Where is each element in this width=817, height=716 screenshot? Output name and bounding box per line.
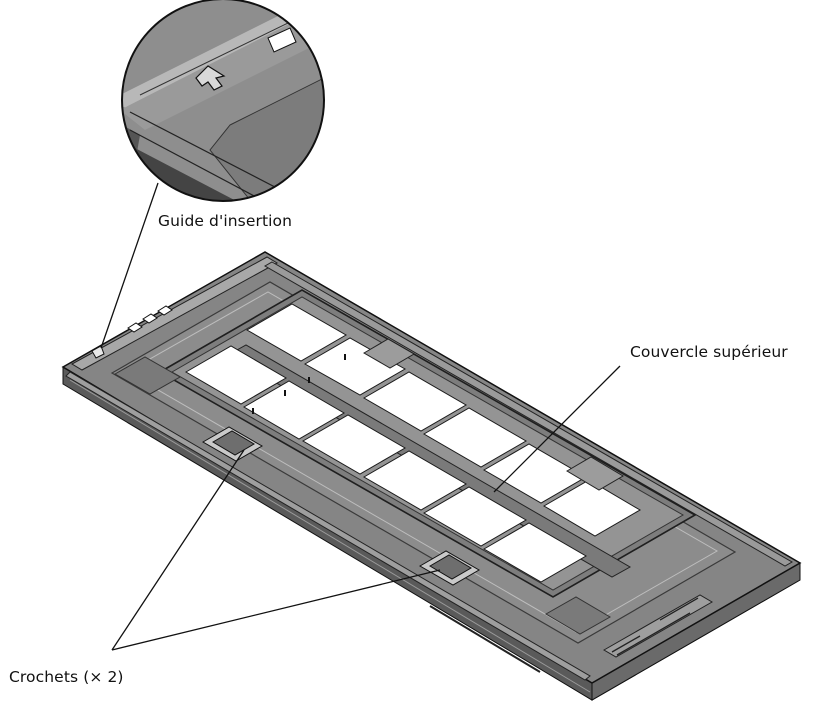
magnified-detail: [121, 0, 325, 202]
film-holder: [61, 251, 802, 701]
film-frames: [185, 303, 641, 583]
hooks-label: Crochets (× 2): [9, 668, 124, 686]
insertion-guide-label: Guide d'insertion: [158, 212, 293, 230]
insertion-guide-mark: [91, 345, 105, 359]
insertion-arrow-icon: [195, 65, 226, 91]
hook-1: [201, 426, 264, 462]
hook-2: [418, 550, 481, 586]
leader-lines: [100, 182, 621, 651]
top-cover-label: Couvercle supérieur: [630, 343, 788, 361]
